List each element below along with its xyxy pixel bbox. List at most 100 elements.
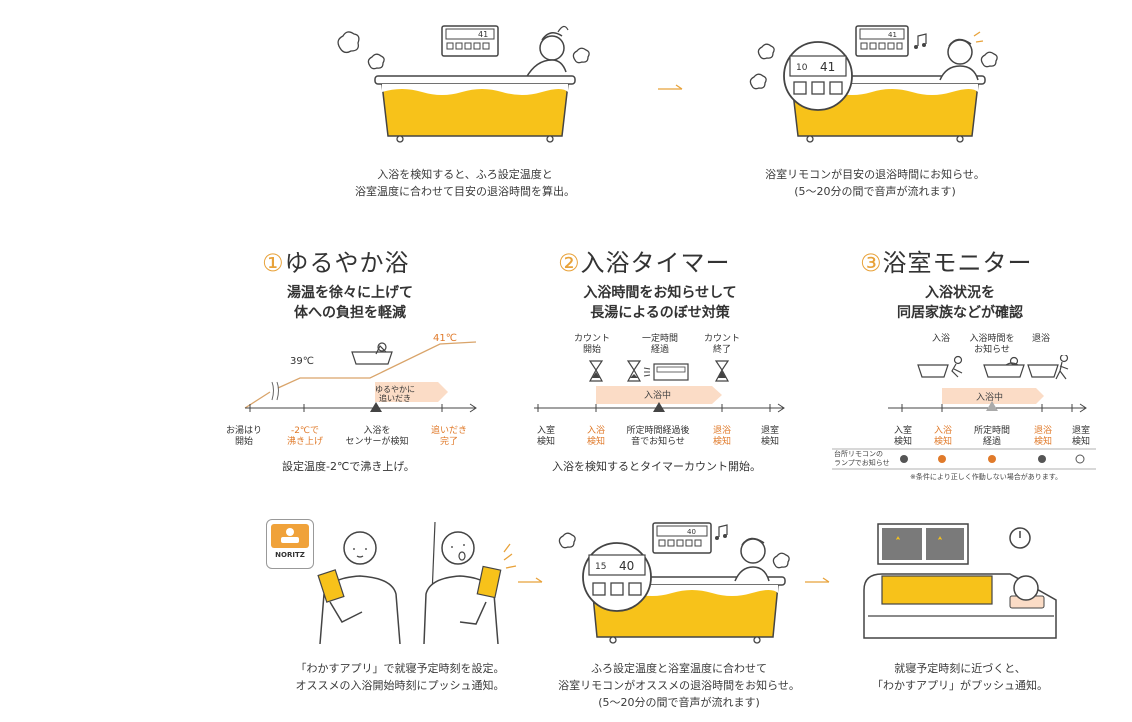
hourglass-icon — [588, 360, 604, 382]
label-line: お湯はり — [225, 426, 262, 436]
timer-diagram — [534, 360, 785, 413]
bath-leaving-icon — [1027, 364, 1059, 378]
s2-label-taiyoku: 退浴検知 — [704, 426, 740, 448]
flow-arrow-icon — [805, 577, 830, 583]
label-line: 検知 — [586, 437, 605, 447]
bathtub-recommend-illustration: 40 15 40 — [558, 522, 790, 644]
lamp-on-dot — [988, 455, 996, 463]
label-line: カウント — [573, 334, 610, 344]
s2-label-oshirase: 所定時間経過後音でお知らせ — [616, 426, 700, 448]
lamp-label-line: ランプでお知らせ — [834, 459, 890, 467]
app-users-illustration — [317, 521, 517, 645]
label-line: 入室 — [536, 426, 555, 436]
bath-remote-icon: 41 — [441, 25, 499, 57]
s1-label-oyuhari: お湯はり開始 — [224, 426, 264, 448]
s3-bar-label: 入浴中 — [976, 393, 1004, 403]
caption-line: 浴室リモコンが目安の退浴時間にお知らせ。 — [765, 168, 985, 181]
monitor-diagram — [888, 355, 1087, 413]
s1-note: 設定温度-2℃で沸き上げ。 — [282, 460, 415, 473]
temp-high-label: 41℃ — [433, 333, 457, 344]
s3-label-keika: 所定時間経過 — [964, 426, 1020, 448]
svg-text:40: 40 — [619, 559, 634, 573]
label-line: -2℃で — [290, 426, 320, 436]
remote-sound-icon — [643, 363, 689, 381]
label-line: 退室 — [1071, 426, 1090, 436]
label-line: センサーが検知 — [345, 437, 409, 447]
hourglass-icon — [714, 360, 730, 382]
lamp-empty-dot — [1075, 454, 1085, 464]
lamp-label-line: 台所リモコンの — [834, 450, 883, 458]
steam-icon — [337, 31, 360, 54]
s2-note: 入浴を検知するとタイマーカウント開始。 — [552, 460, 761, 473]
s3-top-taiyoku: 退浴 — [1026, 334, 1056, 345]
svg-text:41: 41 — [888, 31, 897, 39]
flow-arrow-icon — [658, 84, 683, 90]
lamp-off-dot — [1038, 455, 1046, 463]
desc-line: 同居家族などが確認 — [897, 305, 1023, 321]
sensor-marker — [370, 402, 382, 412]
section-desc: 入浴時間をお知らせして 長湯によるのぼせ対策 — [540, 283, 780, 323]
s3-label-nyushitsu: 入室検知 — [886, 426, 920, 448]
label-line: 検知 — [893, 437, 912, 447]
bathing-bar — [596, 386, 722, 404]
svg-text:41: 41 — [820, 60, 835, 74]
desc-line: 体への負担を軽減 — [294, 305, 406, 321]
label-line: 検知 — [1071, 437, 1090, 447]
section-number: ③ — [860, 249, 883, 277]
s2-label-taishitsu: 退室検知 — [752, 426, 788, 448]
lamp-on-dot — [938, 455, 946, 463]
svg-text:10: 10 — [796, 63, 808, 73]
label-line: 検知 — [933, 437, 952, 447]
caption-line: 「わかすアプリ」で就寝予定時刻を設定。 — [295, 662, 505, 675]
label-line: 退浴 — [1031, 334, 1050, 344]
label-line: 退浴 — [1033, 426, 1052, 436]
label-line: 検知 — [1033, 437, 1052, 447]
section-desc: 入浴状況を 同居家族などが確認 — [860, 283, 1060, 323]
monitor-marker — [986, 401, 998, 411]
section-number: ② — [558, 249, 581, 277]
s1-label-wakiage: -2℃で沸き上げ — [282, 426, 328, 448]
section-title-text: 浴室モニター — [882, 249, 1033, 277]
label-line: 入浴を — [363, 426, 391, 436]
label-line: 所定時間経過後 — [626, 426, 690, 436]
label-line: 検知 — [536, 437, 555, 447]
top-right-caption: 浴室リモコンが目安の退浴時間にお知らせ。 (5～20分の間で音声が流れます) — [730, 166, 1020, 200]
s2-label-nyuyoku: 入浴検知 — [578, 426, 614, 448]
s3-label-nyuyoku: 入浴検知 — [926, 426, 960, 448]
caption-line: 浴室リモコンがオススメの退浴時間をお知らせ。 — [558, 679, 800, 692]
label-line: 経過 — [650, 345, 669, 355]
oidaki-line: 追いだき — [379, 394, 411, 403]
label-line: 入浴 — [586, 426, 605, 436]
label-line: 開始 — [234, 437, 253, 447]
desc-line: 入浴時間をお知らせして — [583, 285, 737, 301]
caption-line: 浴室温度に合わせて目安の退浴時間を算出。 — [355, 185, 575, 198]
label-line: 開始 — [582, 345, 601, 355]
label-line: 完了 — [439, 437, 458, 447]
bottom-mid-caption: ふろ設定温度と浴室温度に合わせて 浴室リモコンがオススメの退浴時間をお知らせ。 … — [544, 660, 814, 711]
s2-top-count-start: カウント開始 — [572, 334, 612, 356]
section-title-timer: ②入浴タイマー — [558, 243, 731, 278]
s3-top-oshirase: 入浴時間をお知らせ — [964, 334, 1020, 356]
s1-label-sensor: 入浴をセンサーが検知 — [340, 426, 414, 448]
bottom-right-caption: 就寝予定時刻に近づくと、 「わかすアプリ」がプッシュ通知。 — [860, 660, 1060, 694]
yuruyaka-diagram — [244, 341, 477, 413]
s2-label-nyushitsu: 入室検知 — [528, 426, 564, 448]
caption-line: オススメの入浴開始時刻にプッシュ通知。 — [295, 679, 505, 692]
timer-marker — [653, 402, 665, 412]
lamp-off-dot — [900, 455, 908, 463]
label-line: 経過 — [982, 437, 1001, 447]
s3-footnote: ※条件により正しく作動しない場合があります。 — [910, 473, 1063, 481]
bedroom-illustration — [863, 523, 1057, 639]
bathing-bar — [942, 388, 1044, 404]
label-line: 沸き上げ — [286, 437, 323, 447]
oidaki-label: ゆるやかに 追いだき — [375, 385, 415, 403]
night-window-icon — [877, 523, 969, 565]
desc-line: 長湯によるのぼせ対策 — [590, 305, 730, 321]
s1-label-kanryo: 追いだき完了 — [428, 426, 470, 448]
label-line: 検知 — [712, 437, 731, 447]
oidaki-line: ゆるやかに — [375, 385, 415, 394]
bath-soaking-icon — [983, 364, 1025, 378]
label-line: 入室 — [893, 426, 912, 436]
clock-icon — [1009, 527, 1031, 549]
temp-low-label: 39℃ — [290, 356, 314, 367]
